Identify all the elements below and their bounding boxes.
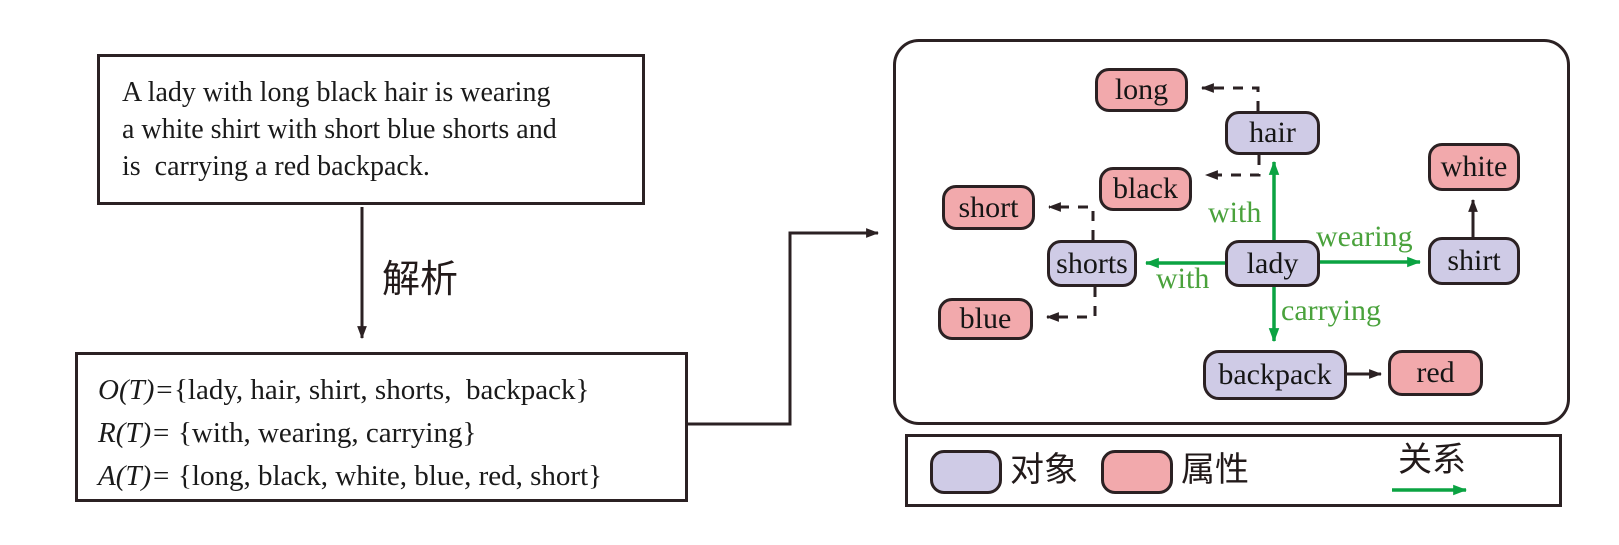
- node-lady: lady: [1225, 240, 1320, 287]
- node-long: long: [1095, 68, 1188, 112]
- sets-box: O(T)={lady, hair, shirt, shorts, backpac…: [75, 352, 688, 502]
- sentence-box: A lady with long black hair is wearing a…: [97, 54, 645, 205]
- edge-sets-to-graph: [688, 228, 880, 426]
- legend-attribute-label: 属性: [1181, 452, 1249, 489]
- set-head: A(T)=: [98, 460, 171, 492]
- node-blue: blue: [938, 298, 1033, 340]
- node-white: white: [1428, 143, 1520, 191]
- node-shorts: shorts: [1047, 240, 1137, 287]
- set-line-relations: R(T)= {with, wearing, carrying}: [98, 412, 685, 455]
- node-hair: hair: [1225, 111, 1320, 155]
- sentence-line: A lady with long black hair is wearing: [122, 77, 551, 108]
- edge-label-with-shorts: with: [1156, 262, 1210, 295]
- edge-label-carrying: carrying: [1281, 294, 1381, 327]
- set-body: {lady, hair, shirt, shorts, backpack}: [173, 374, 590, 406]
- legend-object-swatch: [930, 450, 1002, 494]
- legend-relation-label: 关系: [1398, 442, 1466, 479]
- sentence-line: is carrying a red backpack.: [122, 151, 430, 182]
- set-line-attributes: A(T)= {long, black, white, blue, red, sh…: [98, 455, 685, 498]
- parse-label: 解析: [382, 259, 459, 301]
- sentence-line: a white shirt with short blue shorts and: [122, 114, 557, 145]
- legend-object-label: 对象: [1010, 452, 1078, 489]
- node-black: black: [1099, 167, 1192, 211]
- set-head: R(T)=: [98, 417, 171, 449]
- node-short: short: [942, 185, 1035, 230]
- node-red: red: [1388, 350, 1483, 396]
- node-backpack: backpack: [1203, 350, 1347, 400]
- set-body: {with, wearing, carrying}: [170, 417, 477, 449]
- edge-label-with-hair: with: [1208, 196, 1262, 229]
- set-head: O(T)=: [98, 374, 174, 406]
- legend-attribute-swatch: [1101, 450, 1173, 494]
- legend: 对象 属性 关系: [905, 434, 1562, 507]
- edge-label-wearing: wearing: [1316, 220, 1413, 253]
- set-body: {long, black, white, blue, red, short}: [170, 460, 603, 492]
- node-shirt: shirt: [1428, 237, 1520, 285]
- set-line-objects: O(T)={lady, hair, shirt, shorts, backpac…: [98, 369, 685, 412]
